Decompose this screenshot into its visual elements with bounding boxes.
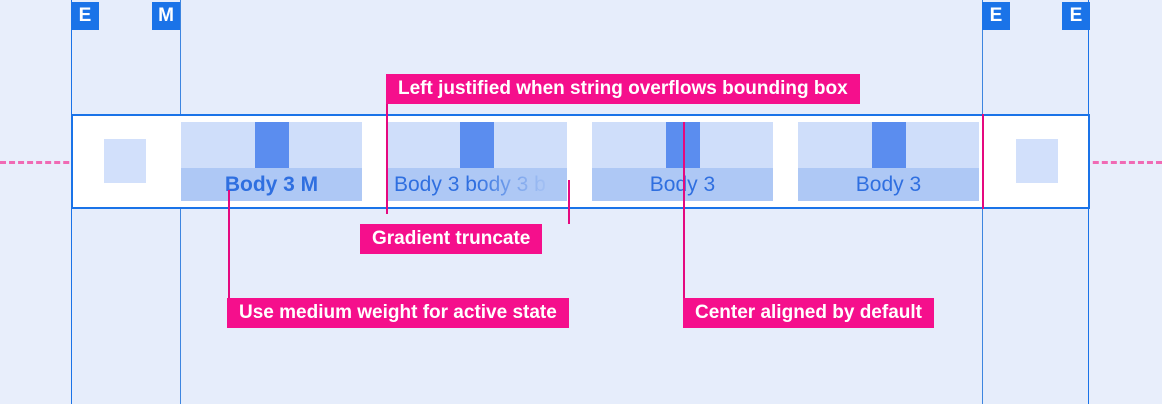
callout-medium-weight: Use medium weight for active state bbox=[227, 298, 569, 328]
tab-label: Body 3 M bbox=[224, 173, 319, 196]
callout-leader-left-justified bbox=[386, 104, 388, 214]
tab-item-2[interactable]: Body 3 body 3 b bbox=[386, 122, 567, 201]
tab-icon-area bbox=[592, 122, 773, 168]
callout-leader-medium-weight bbox=[228, 190, 230, 298]
tab-icon-area bbox=[181, 122, 362, 168]
tab-glyph-icon bbox=[459, 122, 494, 168]
tab-label-strip: Body 3 M bbox=[181, 168, 362, 201]
edge-marker-right-inner-badge: E bbox=[982, 2, 1010, 30]
tab-item-4[interactable]: Body 3 bbox=[798, 122, 979, 201]
tab-icon-area bbox=[386, 122, 567, 168]
tab-glyph-icon bbox=[254, 122, 289, 168]
callout-leader-gradient bbox=[568, 180, 570, 224]
tab-label-strip: Body 3 bbox=[592, 168, 773, 201]
tab-item-3[interactable]: Body 3 bbox=[592, 122, 773, 201]
edge-placeholder-left bbox=[104, 139, 146, 183]
panel-border-left bbox=[71, 114, 73, 209]
tab-label-strip: Body 3 bbox=[798, 168, 979, 201]
tab-label: Body 3 bbox=[855, 173, 922, 196]
tab-glyph-icon bbox=[665, 122, 700, 168]
callout-leader-right-margin bbox=[982, 114, 984, 209]
tab-label: Body 3 body 3 b bbox=[394, 173, 546, 196]
tab-icon-area bbox=[798, 122, 979, 168]
edge-placeholder-right bbox=[1016, 139, 1058, 183]
tab-label-strip: Body 3 body 3 b bbox=[386, 168, 567, 201]
edge-marker-right-outer-badge: E bbox=[1062, 2, 1090, 30]
callout-gradient: Gradient truncate bbox=[360, 224, 543, 254]
tab-label: Body 3 bbox=[649, 173, 716, 196]
callout-leader-center-aligned bbox=[683, 122, 685, 298]
tab-item-1[interactable]: Body 3 M bbox=[181, 122, 362, 201]
callout-center-aligned: Center aligned by default bbox=[683, 298, 934, 328]
panel-border-right bbox=[1088, 114, 1090, 209]
margin-marker-left-badge: M bbox=[152, 2, 180, 30]
callout-left-justified: Left justified when string overflows bou… bbox=[386, 74, 860, 104]
edge-marker-left-badge: E bbox=[71, 2, 99, 30]
tab-glyph-icon bbox=[871, 122, 906, 168]
